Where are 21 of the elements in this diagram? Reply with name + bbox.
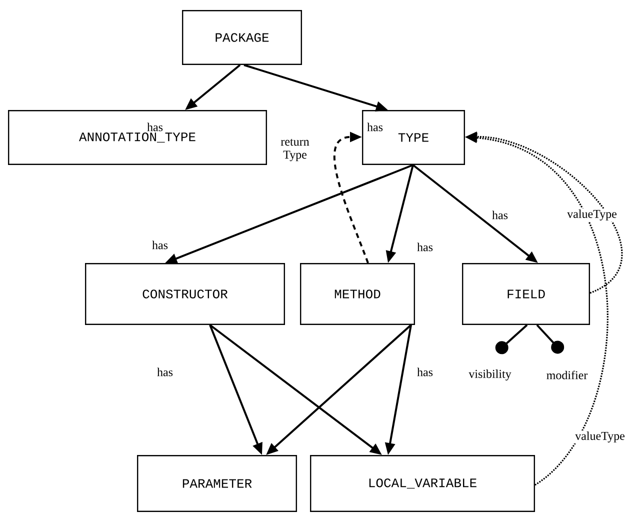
edge-label: has — [366, 122, 384, 132]
edge-label: has — [151, 240, 169, 250]
edge-label: has — [491, 210, 509, 220]
class-box: LOCAL_VARIABLE — [310, 455, 535, 512]
connector-line — [536, 324, 564, 354]
class-box: PACKAGE — [182, 10, 302, 65]
edge-label: valueType — [566, 208, 618, 222]
edge-label: has — [416, 366, 434, 378]
attribute-label: visibility — [468, 370, 512, 380]
class-box: FIELD — [462, 263, 590, 325]
edge-label: has — [416, 242, 434, 252]
class-box: METHOD — [300, 263, 415, 325]
class-box: PARAMETER — [137, 455, 297, 512]
edge-label: return Type — [277, 138, 313, 162]
class-box: CONSTRUCTOR — [85, 263, 285, 325]
edge-label: valueType — [574, 430, 626, 444]
edge-label: has — [146, 122, 164, 132]
arrow — [333, 132, 369, 264]
connector-line — [495, 324, 528, 354]
edge-label: has — [156, 366, 174, 378]
attribute-label: modifier — [546, 370, 588, 380]
